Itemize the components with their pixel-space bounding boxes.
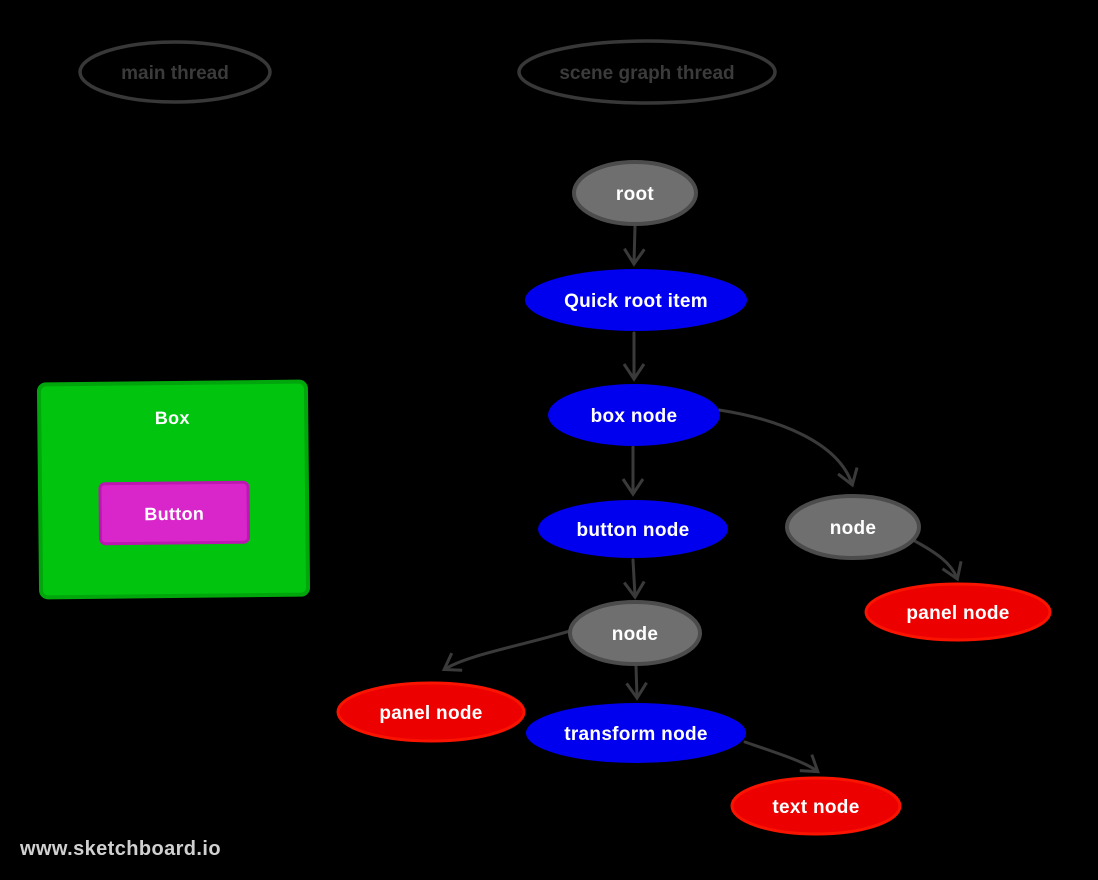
node-root-shape <box>572 160 698 226</box>
ui-preview-button-shape <box>98 480 250 546</box>
ui-preview-box[interactable]: Box Button <box>36 379 311 600</box>
node-text-node-label: text node <box>772 797 859 818</box>
node-root[interactable]: root <box>572 160 698 226</box>
node-lower-label: node <box>612 624 659 645</box>
node-transform-node-label: transform node <box>564 724 708 745</box>
ui-preview-box-label: Box <box>155 408 190 428</box>
node-right-shape <box>785 494 921 560</box>
node-button-node[interactable]: button node <box>538 500 728 558</box>
thread-scene-graph-shape <box>517 39 777 105</box>
node-right-label: node <box>830 518 877 539</box>
node-button-node-shape <box>538 500 728 558</box>
edge-root-to-quick-root-item[interactable] <box>623 224 646 267</box>
thread-main-label: main thread <box>121 63 229 84</box>
node-text-node-shape <box>730 776 902 836</box>
node-panel-node-right-label: panel node <box>906 603 1009 624</box>
edges <box>441 224 963 774</box>
node-quick-root-item-shape <box>525 269 747 331</box>
node-transform-node-shape <box>526 703 746 763</box>
node-box-node[interactable]: box node <box>548 384 720 446</box>
node-root-label: root <box>616 184 655 205</box>
node-box-node-label: box node <box>591 406 678 427</box>
ui-preview-button[interactable]: Button <box>98 480 250 546</box>
node-panel-node-right[interactable]: panel node <box>864 582 1052 642</box>
edge-transform-node-to-text-node[interactable] <box>743 740 820 774</box>
thread-main-shape <box>78 40 272 104</box>
edge-node-lower-to-panel-node-left[interactable] <box>441 629 572 672</box>
node-panel-node-right-shape <box>864 582 1052 642</box>
node-text-node[interactable]: text node <box>730 776 902 836</box>
node-panel-node-left[interactable]: panel node <box>336 681 526 743</box>
node-lower[interactable]: node <box>568 600 702 666</box>
ui-preview-button-label: Button <box>144 504 204 525</box>
node-button-node-label: button node <box>576 520 689 541</box>
edge-node-right-to-panel-node-right[interactable] <box>911 538 963 582</box>
thread-scene-graph[interactable]: scene graph thread <box>517 39 777 105</box>
edge-node-lower-to-transform-node[interactable] <box>625 664 648 701</box>
node-box-node-shape <box>548 384 720 446</box>
edge-box-node-to-node-right[interactable] <box>717 408 859 488</box>
thread-scene-graph-label: scene graph thread <box>559 63 734 84</box>
thread-main[interactable]: main thread <box>78 40 272 104</box>
node-lower-shape <box>568 600 702 666</box>
node-panel-node-left-label: panel node <box>379 703 482 724</box>
watermark: www.sketchboard.io <box>19 838 221 860</box>
node-panel-node-left-shape <box>336 681 526 743</box>
node-transform-node[interactable]: transform node <box>526 703 746 763</box>
node-quick-root-item-label: Quick root item <box>564 291 708 312</box>
node-right[interactable]: node <box>785 494 921 560</box>
node-quick-root-item[interactable]: Quick root item <box>525 269 747 331</box>
edge-button-node-to-node-lower[interactable] <box>623 558 646 600</box>
